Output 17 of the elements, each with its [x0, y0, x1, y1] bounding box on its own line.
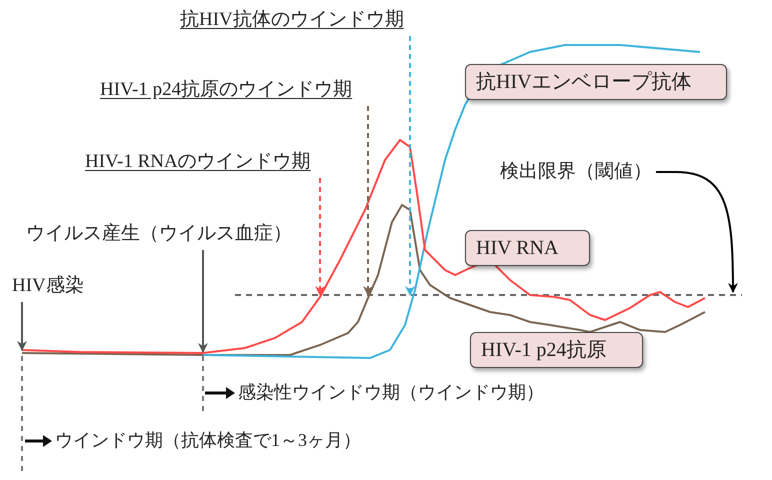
window-period-title: 抗HIV抗体のウインドウ期: [180, 8, 404, 32]
arrow: [17, 302, 27, 351]
window-period-title: HIV-1 p24抗原のウインドウ期: [100, 78, 352, 102]
threshold-label: 検出限界（閾値）: [500, 160, 652, 184]
event-label: HIV感染: [12, 274, 84, 298]
arrow: [656, 171, 738, 293]
arrow: [363, 106, 373, 296]
window-period-title: HIV-1 RNAのウインドウ期: [85, 150, 311, 174]
arrow: [405, 36, 415, 296]
period-label: ウインドウ期（抗体検査で1～3ヶ月）: [55, 429, 361, 452]
curve-label-box: HIV RNA: [465, 230, 590, 266]
period-label: 感染性ウインドウ期（ウインドウ期）: [238, 381, 544, 404]
curve-label-box: 抗HIVエンベロープ抗体: [465, 64, 727, 100]
curve-label-box: HIV-1 p24抗原: [470, 332, 643, 368]
event-label: ウイルス産生（ウイルス血症）: [26, 222, 292, 246]
arrow: [198, 250, 208, 353]
arrow: [315, 178, 325, 296]
